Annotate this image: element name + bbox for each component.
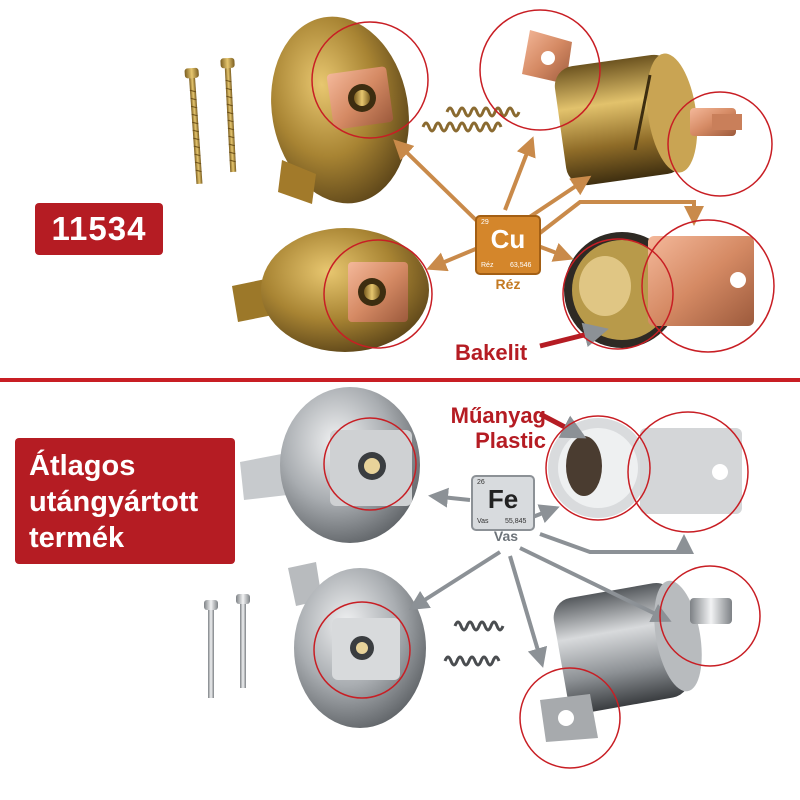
iron-symbol: Fe: [487, 484, 519, 514]
copper-element-name: Réz: [481, 262, 494, 269]
iron-arrows: [408, 487, 694, 668]
copper-symbol: Cu: [490, 224, 526, 254]
bakelite-cap-top: [564, 232, 754, 348]
bakelit-pointer: [539, 322, 609, 349]
aftermarket-badge: Átlagos utángyártott termék: [15, 438, 235, 564]
plastic-pointer: [538, 411, 587, 439]
brass-screw-pair: [184, 57, 237, 185]
copper-arrows: [393, 136, 704, 272]
brass-solenoid-body: [522, 30, 742, 186]
copper-springs: [421, 106, 521, 133]
aftermarket-line-3: termék: [29, 522, 125, 554]
copper-element-tile: [475, 215, 541, 275]
brass-end-plate-bottom: [232, 228, 429, 352]
iron-atomic-number: 26: [477, 479, 485, 486]
steel-springs: [443, 620, 505, 667]
iron-element-name: Vas: [477, 518, 489, 525]
highlight-circles-bottom: [313, 411, 761, 769]
brass-end-plate-top: [271, 16, 409, 204]
bakelit-label: Bakelit: [455, 340, 528, 365]
plastic-cap-bottom: [548, 418, 742, 518]
highlight-circles-top: [311, 9, 775, 353]
aftermarket-line-2: utángyártott: [29, 486, 199, 518]
steel-end-plate-bottom: [288, 562, 426, 728]
aftermarket-line-1: Átlagos: [29, 450, 136, 482]
plastic-label: Plastic: [475, 428, 546, 453]
copper-caption: Réz: [495, 276, 521, 292]
iron-element-tile: [471, 475, 535, 531]
muanyag-label: Műanyag: [450, 403, 546, 428]
steel-screw-pair: [204, 594, 250, 698]
iron-caption: Vas: [493, 528, 519, 544]
steel-end-plate-top: [240, 387, 420, 543]
product-code-badge: 11534: [35, 203, 163, 255]
copper-atomic-mass: 63,546: [510, 262, 532, 269]
steel-solenoid-body: [540, 580, 732, 742]
section-divider: [0, 378, 800, 382]
copper-atomic-number: 29: [481, 219, 489, 226]
iron-atomic-mass: 55,845: [505, 518, 527, 525]
